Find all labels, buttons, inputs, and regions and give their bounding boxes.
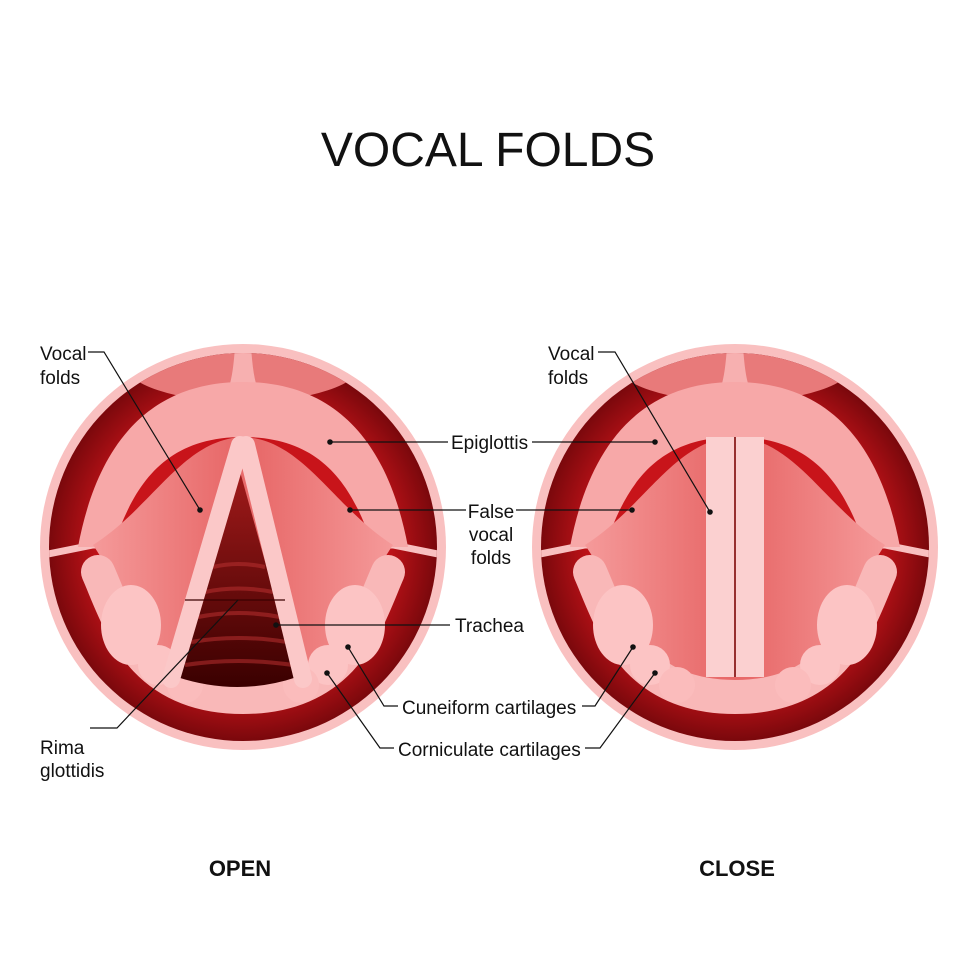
label-false-vocal-folds-3: folds: [471, 548, 511, 569]
vocal-fold-left: [162, 436, 249, 688]
caption-open: OPEN: [209, 856, 271, 881]
label-false-vocal-folds: False: [468, 502, 514, 523]
vocal-fold-left: [706, 437, 734, 677]
label-vocal-folds-left: Vocal: [40, 344, 86, 365]
label-vocal-folds-left-2: folds: [40, 368, 80, 389]
vocal-fold-right: [237, 436, 312, 688]
label-rima-glottidis-2: glottidis: [40, 761, 104, 782]
label-vocal-folds-right: Vocal: [548, 344, 594, 365]
caption-close: CLOSE: [699, 856, 775, 881]
label-epiglottis: Epiglottis: [451, 433, 528, 454]
label-rima-glottidis: Rima: [40, 738, 85, 759]
label-corniculate: Corniculate cartilages: [398, 740, 581, 761]
diagram-title: VOCAL FOLDS: [321, 124, 655, 177]
label-vocal-folds-right-2: folds: [548, 368, 588, 389]
label-cuneiform: Cuneiform cartilages: [402, 698, 576, 719]
larynx-closed: [525, 322, 945, 750]
vocal-fold-right: [736, 437, 764, 677]
larynx-open: [33, 322, 453, 750]
label-trachea: Trachea: [455, 616, 524, 637]
label-false-vocal-folds-2: vocal: [469, 525, 513, 546]
leader-lines: [88, 351, 713, 749]
trachea-opening: [177, 457, 297, 687]
